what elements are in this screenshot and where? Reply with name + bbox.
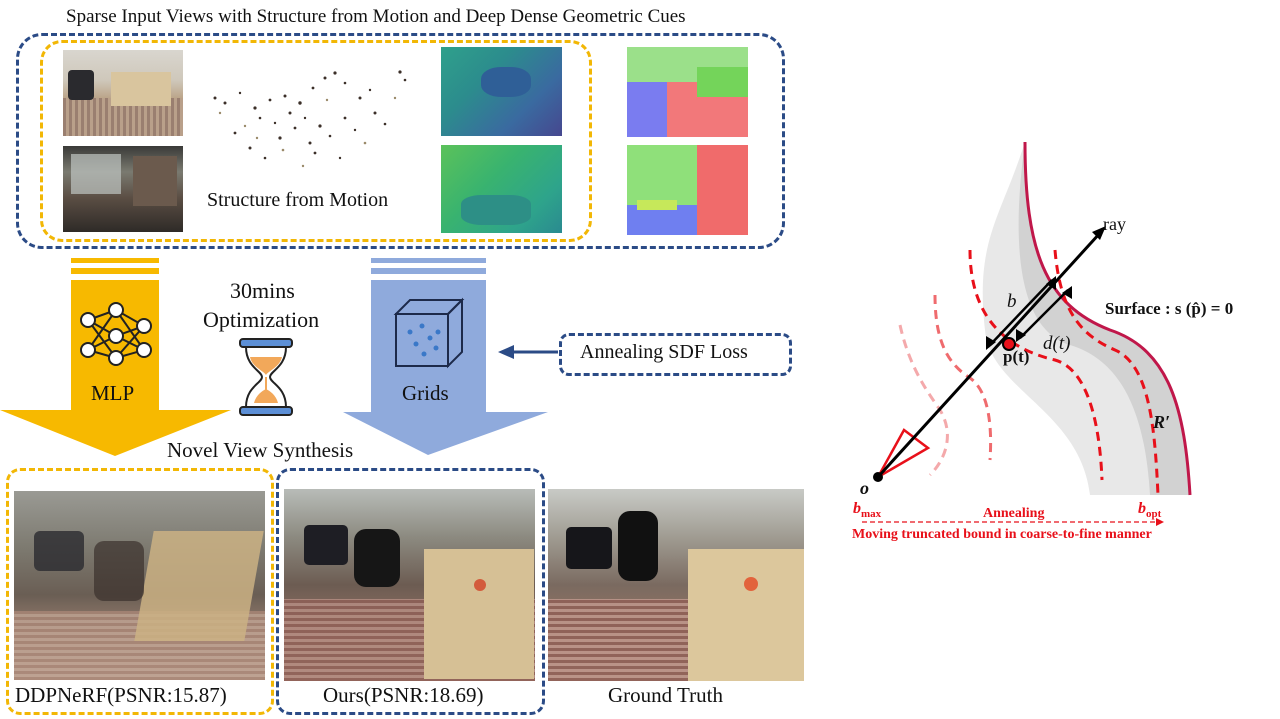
origin-label: o [860, 478, 869, 498]
bmax-symbol: b [853, 500, 861, 517]
blue-arrow-stripe-1 [371, 258, 486, 263]
bound-opt-left [968, 249, 1104, 481]
ray-arrowhead [1092, 226, 1106, 240]
moving-bound-caption: Moving truncated bound in coarse-to-fine… [852, 527, 1152, 542]
input-image-2 [63, 146, 183, 232]
grids-cube-icon [393, 297, 465, 369]
b-arrow [989, 279, 1053, 346]
bmax-label: bmax [853, 500, 881, 520]
depth-map-1 [441, 47, 562, 136]
yellow-arrow-stripe-1 [71, 258, 159, 263]
ground-truth-image [548, 489, 804, 681]
blue-arrow-stripe-2 [371, 268, 486, 274]
ray-line [876, 231, 1102, 479]
normal-map-2 [627, 145, 748, 235]
p-label: p(t) [1003, 347, 1030, 366]
r-prime-label: R′ [1153, 412, 1171, 432]
pipeline-arrows [0, 258, 558, 456]
novel-view-synthesis-label: Novel View Synthesis [167, 438, 354, 462]
optimization-line-1: 30mins [230, 278, 295, 303]
camera-frustum [874, 428, 931, 481]
truncated-sdf-diagram [862, 141, 1192, 526]
d-arrow [1019, 289, 1069, 339]
origin-point [873, 472, 883, 482]
ddpnerf-frame [6, 468, 274, 715]
ours-frame [276, 468, 545, 715]
inner-band [1018, 142, 1190, 495]
hourglass-icon [239, 338, 293, 416]
ground-truth-caption: Ground Truth [608, 683, 723, 707]
input-image-1 [63, 50, 183, 136]
annealing-sdf-loss-label: Annealing SDF Loss [580, 341, 748, 363]
grids-arrow [343, 280, 548, 455]
mlp-label: MLP [91, 381, 135, 405]
ours-render [284, 489, 535, 681]
figure-title: Sparse Input Views with Structure from M… [66, 6, 686, 27]
d-label: d(t) [1043, 333, 1071, 354]
bopt-subscript: opt [1146, 508, 1162, 521]
depth-map-2 [441, 145, 562, 233]
ray-label: ray [1103, 214, 1126, 234]
mlp-network-icon [80, 302, 152, 366]
input-views-frame [16, 33, 785, 249]
surface-label: Surface : s (p̂) = 0 [1105, 299, 1234, 318]
bopt-label: bopt [1138, 500, 1161, 520]
surface-curve [1023, 141, 1192, 496]
ddpnerf-caption: DDPNeRF(PSNR:15.87) [15, 683, 227, 707]
grids-label: Grids [402, 381, 449, 405]
bmax-subscript: max [861, 508, 882, 521]
bound-opt-right [1053, 249, 1160, 496]
normal-map-1 [627, 47, 748, 137]
b-label: b [1007, 291, 1017, 312]
ours-caption: Ours(PSNR:18.69) [323, 683, 484, 707]
annealing-arrowhead [498, 345, 514, 359]
annealing-diagram-label: Annealing [983, 506, 1045, 521]
mlp-arrow [0, 280, 231, 456]
sfm-point-cloud [213, 70, 407, 168]
sfm-label: Structure from Motion [207, 189, 389, 211]
sfm-frame [40, 40, 592, 242]
bound-mid [933, 294, 993, 461]
annealing-sdf-loss-box [559, 333, 792, 376]
optimization-line-2: Optimization [203, 307, 320, 332]
bopt-symbol: b [1138, 500, 1146, 517]
ddpnerf-render [14, 491, 265, 680]
yellow-arrow-stripe-2 [71, 268, 159, 274]
sample-point [1002, 337, 1016, 351]
bound-max [898, 324, 949, 477]
